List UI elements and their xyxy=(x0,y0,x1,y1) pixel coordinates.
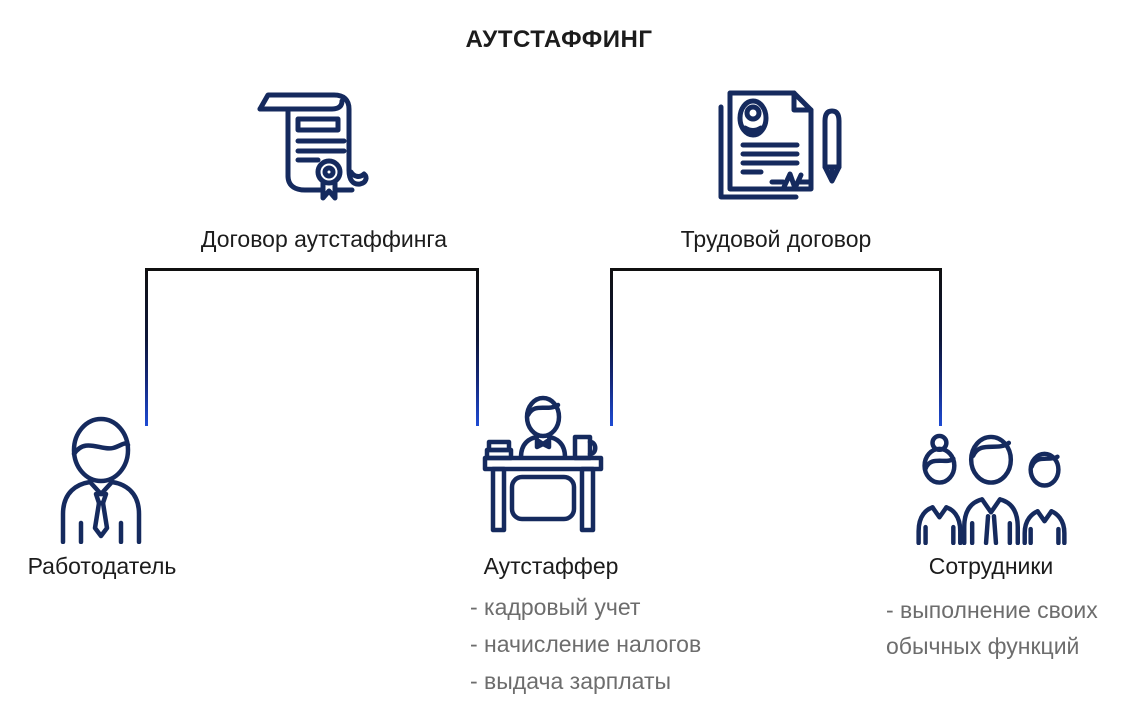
outstaffer-label: Аутстаффер xyxy=(483,553,619,579)
signed-contract-pen-icon xyxy=(712,85,844,203)
employer-label: Работодатель xyxy=(27,553,177,579)
duty-item: - выдача зарплаты xyxy=(470,668,672,694)
connector-labor-right-drop xyxy=(939,268,942,426)
businessman-icon xyxy=(57,410,145,544)
duty-item: - кадровый учет xyxy=(470,594,641,620)
employees-label: Сотрудники xyxy=(928,553,1054,579)
outstaffer-duties-list: - кадровый учет - начисление налогов - в… xyxy=(470,589,701,700)
certificate-scroll-icon xyxy=(252,84,370,206)
diagram-title: АУТСТАФФИНГ xyxy=(465,26,653,53)
employees-duties-list: - выполнение своих обычных функций xyxy=(886,592,1098,664)
people-group-icon xyxy=(906,430,1076,545)
person-at-desk-icon xyxy=(479,394,607,537)
duty-item: - начисление налогов xyxy=(470,631,702,657)
duty-item: - выполнение своих xyxy=(886,597,1098,623)
connector-outstaffing-top xyxy=(145,268,479,271)
labor-contract-label: Трудовой договор xyxy=(680,226,872,252)
connector-labor-left-drop xyxy=(610,268,613,426)
outstaffing-contract-label: Договор аутстаффинга xyxy=(200,226,448,252)
connector-labor-top xyxy=(610,268,942,271)
duty-item: обычных функций xyxy=(886,633,1080,659)
connector-outstaffing-left-drop xyxy=(145,268,148,426)
connector-outstaffing-right-drop xyxy=(476,268,479,426)
